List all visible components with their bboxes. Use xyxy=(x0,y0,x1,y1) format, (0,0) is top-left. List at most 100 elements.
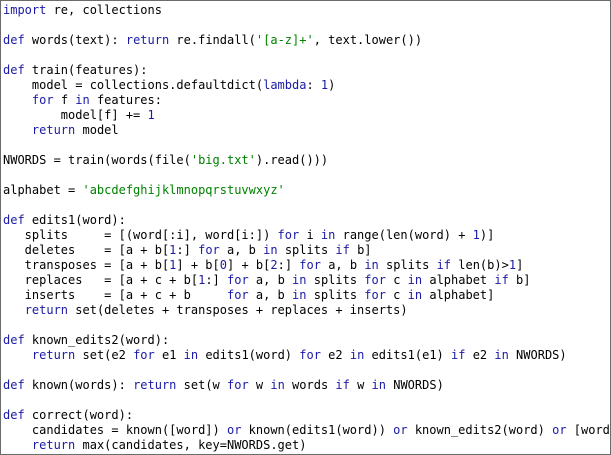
code-text: edits1(word) xyxy=(198,348,300,362)
code-keyword: def xyxy=(3,333,25,347)
code-line[interactable]: transposes = [a + b[1] + b[0] + b[2:] fo… xyxy=(3,258,610,273)
code-text: set(e2 xyxy=(75,348,134,362)
code-line[interactable]: inserts = [a + c + b for a, b in splits … xyxy=(3,288,610,303)
code-keyword: for xyxy=(299,258,321,272)
code-text: ] + b[ xyxy=(227,258,271,272)
code-text: [word] xyxy=(573,423,610,437)
code-line[interactable]: def words(text): return re.findall('[a-z… xyxy=(3,33,610,48)
code-keyword: lambda xyxy=(263,78,307,92)
code-keyword: import xyxy=(3,3,47,17)
code-text: c xyxy=(385,273,408,287)
code-line[interactable]: for f in features: xyxy=(3,93,610,108)
code-text xyxy=(3,123,32,137)
code-line[interactable]: replaces = [a + c + b[1:] for a, b in sp… xyxy=(3,273,610,288)
code-line[interactable] xyxy=(3,18,610,33)
code-text: known_edits2(word) xyxy=(407,423,553,437)
code-keyword: def xyxy=(3,408,25,422)
code-text: c xyxy=(385,288,408,302)
code-line[interactable] xyxy=(3,363,610,378)
code-number: 1 xyxy=(508,258,517,272)
code-text: NWORDS) xyxy=(386,378,444,392)
code-text: e1 xyxy=(154,348,184,362)
code-line[interactable]: return set(deletes + transposes + replac… xyxy=(3,303,610,318)
code-text: candidates = known([word]) xyxy=(3,423,227,437)
code-text: )] xyxy=(479,228,495,242)
code-keyword: in xyxy=(349,348,365,362)
code-line[interactable]: return set(e2 for e1 in edits1(word) for… xyxy=(3,348,610,363)
code-text: splits xyxy=(306,288,365,302)
code-line[interactable]: candidates = known([word]) or known(edit… xyxy=(3,423,610,438)
code-text: alphabet xyxy=(422,273,495,287)
code-text: w xyxy=(349,378,372,392)
code-text: a, b xyxy=(248,273,293,287)
code-keyword: in xyxy=(263,243,278,257)
code-keyword: or xyxy=(226,423,242,437)
code-keyword: in xyxy=(407,288,423,302)
code-text: :] xyxy=(176,243,199,257)
code-keyword: for xyxy=(198,243,220,257)
code-text: words(text): xyxy=(24,33,126,47)
code-line[interactable]: alphabet = 'abcdefghijklmnopqrstuvwxyz' xyxy=(3,183,610,198)
code-line[interactable] xyxy=(3,318,610,333)
code-number: 0 xyxy=(219,258,227,272)
code-text: ] xyxy=(516,258,524,272)
code-line[interactable] xyxy=(3,393,610,408)
code-line[interactable]: NWORDS = train(words(file('big.txt').rea… xyxy=(3,153,610,168)
code-string: '[a-z]+' xyxy=(255,33,314,47)
code-line[interactable]: model = collections.defaultdict(lambda: … xyxy=(3,78,610,93)
code-keyword: return xyxy=(133,378,177,392)
code-view[interactable]: import re, collections def words(text): … xyxy=(3,3,610,453)
code-text: f xyxy=(53,93,76,107)
code-text: :] xyxy=(277,258,300,272)
code-text: a, b xyxy=(219,243,264,257)
code-keyword: if xyxy=(335,378,350,392)
code-keyword: return xyxy=(24,303,69,317)
code-keyword: in xyxy=(75,93,90,107)
code-line[interactable]: deletes = [a + b[1:] for a, b in splits … xyxy=(3,243,610,258)
code-line[interactable]: splits = [(word[:i], word[i:]) for i in … xyxy=(3,228,610,243)
code-keyword: in xyxy=(292,288,307,302)
code-text: splits xyxy=(277,243,336,257)
code-text: correct(word): xyxy=(24,408,134,422)
code-line[interactable]: def correct(word): xyxy=(3,408,610,423)
code-text: range(len(word) + xyxy=(335,228,473,242)
code-line[interactable]: def edits1(word): xyxy=(3,213,610,228)
code-number: 2 xyxy=(270,258,278,272)
code-keyword: in xyxy=(407,273,423,287)
code-string: 'abcdefghijklmnopqrstuvwxyz' xyxy=(82,183,285,197)
code-line[interactable]: return max(candidates, key=NWORDS.get) xyxy=(3,438,610,453)
code-keyword: for xyxy=(227,273,249,287)
code-text: set(deletes + transposes + replaces + in… xyxy=(68,303,408,317)
code-keyword: def xyxy=(3,213,25,227)
code-line[interactable]: def known_edits2(word): xyxy=(3,333,610,348)
code-text: model xyxy=(75,123,119,137)
code-text: train(features): xyxy=(24,63,148,77)
code-text: splits xyxy=(306,273,365,287)
code-text: :] xyxy=(205,273,227,287)
code-text: transposes = [a + b[ xyxy=(3,258,170,272)
code-text: b] xyxy=(508,273,531,287)
code-text: alphabet] xyxy=(422,288,495,302)
code-keyword: return xyxy=(31,123,76,137)
code-text: max(candidates, key=NWORDS.get) xyxy=(75,438,307,452)
code-keyword: for xyxy=(364,288,386,302)
code-number: 1 xyxy=(472,228,480,242)
code-text: deletes = [a + b[ xyxy=(3,243,170,257)
code-text: known_edits2(word): xyxy=(24,333,170,347)
code-line[interactable] xyxy=(3,138,610,153)
code-keyword: if xyxy=(494,273,509,287)
code-line[interactable]: return model xyxy=(3,123,610,138)
code-number: 1 xyxy=(147,108,155,122)
code-line[interactable]: def known(words): return set(w for w in … xyxy=(3,378,610,393)
code-line[interactable] xyxy=(3,198,610,213)
code-line[interactable]: model[f] += 1 xyxy=(3,108,610,123)
code-keyword: in xyxy=(292,273,307,287)
code-text: re.findall( xyxy=(169,33,256,47)
code-line[interactable] xyxy=(3,168,610,183)
code-line[interactable]: import re, collections xyxy=(3,3,610,18)
code-keyword: for xyxy=(226,288,249,302)
code-keyword: return xyxy=(125,33,170,47)
code-line[interactable] xyxy=(3,48,610,63)
code-line[interactable]: def train(features): xyxy=(3,63,610,78)
